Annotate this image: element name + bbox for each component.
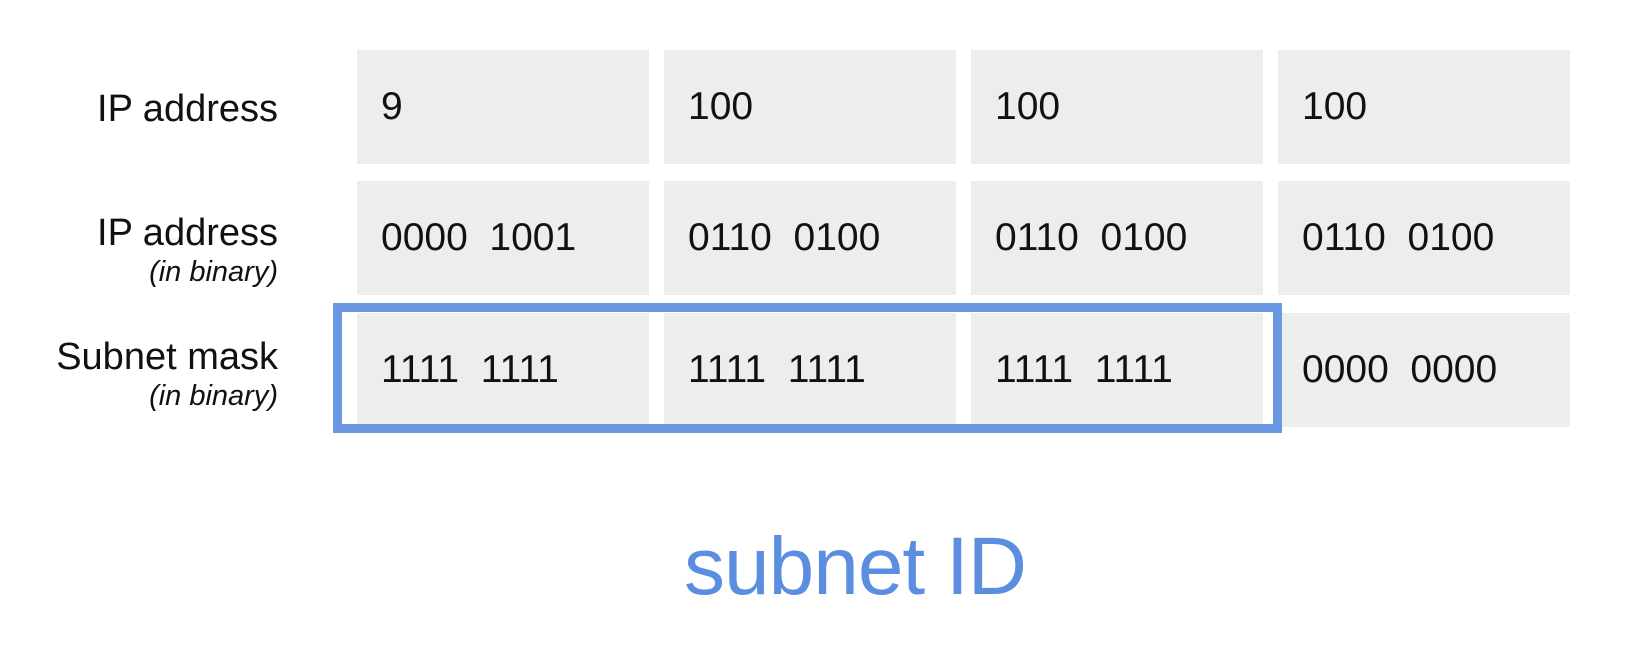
ip-octet-4-cell: 100 xyxy=(1278,50,1570,164)
ip-binary-octet-2-cell: 0110 0100 xyxy=(664,181,956,295)
row-label-subnet-mask: Subnet mask (in binary) xyxy=(56,336,278,414)
row-label-ip-address: IP address xyxy=(97,88,278,130)
row-label-main: Subnet mask xyxy=(56,336,278,378)
mask-binary-octet-4-cell: 0000 0000 xyxy=(1278,313,1570,427)
row-label-sub: (in binary) xyxy=(149,380,278,412)
ip-binary-octet-1-cell: 0000 1001 xyxy=(357,181,649,295)
row-label-main: IP address xyxy=(97,88,278,130)
mask-binary-octet-2-cell: 1111 1111 xyxy=(664,313,956,427)
ip-octet-3-cell: 100 xyxy=(971,50,1263,164)
row-label-sub: (in binary) xyxy=(149,256,278,288)
ip-octet-2-cell: 100 xyxy=(664,50,956,164)
subnet-id-caption: subnet ID xyxy=(684,521,1027,612)
row-label-main: IP address xyxy=(97,212,278,254)
ip-octet-1-cell: 9 xyxy=(357,50,649,164)
mask-binary-octet-1-cell: 1111 1111 xyxy=(357,313,649,427)
ip-binary-octet-3-cell: 0110 0100 xyxy=(971,181,1263,295)
row-label-ip-binary: IP address (in binary) xyxy=(97,212,278,290)
ip-binary-octet-4-cell: 0110 0100 xyxy=(1278,181,1570,295)
mask-binary-octet-3-cell: 1111 1111 xyxy=(971,313,1263,427)
